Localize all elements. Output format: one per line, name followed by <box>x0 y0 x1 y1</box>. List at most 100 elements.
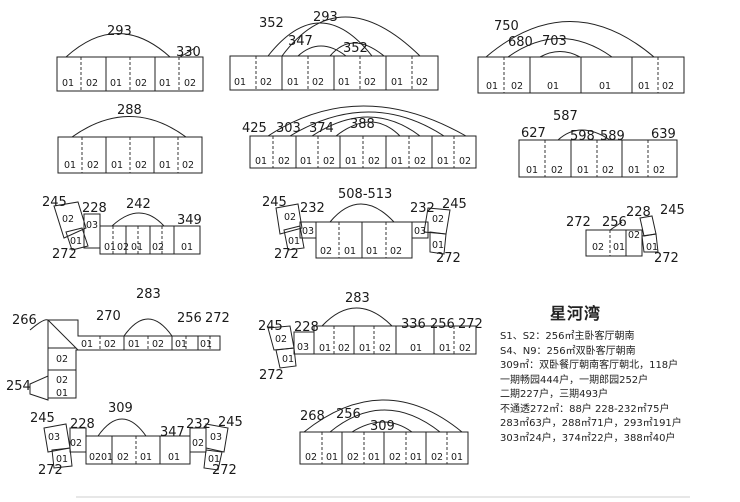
area-label: 245 <box>218 415 243 430</box>
area-label: 349 <box>177 213 202 228</box>
area-label: 425 <box>242 121 267 136</box>
unit-number: 01 <box>288 236 300 247</box>
area-label: 352 <box>343 41 368 56</box>
unit-number: 03 <box>86 220 98 231</box>
area-label: 272 <box>205 311 230 326</box>
unit-number: 02 <box>379 343 391 354</box>
unit-number: 02 <box>312 77 324 88</box>
area-label: 347 <box>160 425 185 440</box>
unit-number: 02 <box>511 81 523 92</box>
area-label: 232 <box>186 417 211 432</box>
area-label: 750 <box>494 19 519 34</box>
unit-number: 02 <box>459 156 471 167</box>
area-label: 272 <box>259 368 284 383</box>
unit-number: 03 <box>302 226 314 237</box>
unit-number: 01 <box>234 77 246 88</box>
unit-number: 01 <box>486 81 498 92</box>
legend-line: S4、N9：256㎡双卧客厅朝南 <box>500 345 636 357</box>
unit-number: 01 <box>111 160 123 171</box>
unit-number: 01 <box>526 165 538 176</box>
legend-title: 星河湾 <box>550 304 602 323</box>
unit-number: 02 <box>86 78 98 89</box>
unit-number: 03 <box>48 432 60 443</box>
building-12: 245 228 272 309 347 232 245 272 03 02 01… <box>30 401 243 478</box>
area-label: 245 <box>660 203 685 218</box>
unit-number: 02 <box>653 165 665 176</box>
area-label: 293 <box>313 10 338 25</box>
unit-number: 01 <box>326 452 338 463</box>
unit-number: 01 <box>319 343 331 354</box>
area-label: 508-513 <box>338 187 392 202</box>
legend-line: 283㎡63户，288㎡71户，293㎡191户 <box>500 418 682 429</box>
unit-number: 01 <box>110 78 122 89</box>
unit-number: 02 <box>551 165 563 176</box>
unit-number: 02 <box>431 452 443 463</box>
unit-number: 02 <box>182 160 194 171</box>
building-3: 750 680 703 01 02 01 01 01 02 <box>477 19 685 94</box>
area-label: 283 <box>345 291 370 306</box>
area-label: 254 <box>6 379 31 394</box>
area-label: 272 <box>52 247 77 262</box>
unit-number: 01 <box>432 240 444 251</box>
area-label: 232 <box>410 201 435 216</box>
unit-number: 02 <box>320 246 332 257</box>
legend-line: 309㎡：双卧餐厅朝南客厅朝北，118户 <box>500 360 679 371</box>
area-label: 627 <box>521 126 546 141</box>
unit-number: 01 <box>181 242 193 253</box>
legend-panel: 星河湾 S1、S2：256㎡主卧客厅朝南 S4、N9：256㎡双卧客厅朝南 30… <box>500 300 740 446</box>
unit-number: 02 <box>592 242 604 253</box>
area-label: 272 <box>274 247 299 262</box>
unit-number: 02 <box>662 81 674 92</box>
unit-number: 03 <box>297 342 309 353</box>
unit-number: 02 <box>56 375 68 386</box>
unit-number: 01 <box>300 156 312 167</box>
unit-number: 01 <box>131 242 143 253</box>
unit-number: 02 <box>278 156 290 167</box>
area-label: 272 <box>38 463 63 478</box>
unit-number: 02 <box>323 156 335 167</box>
unit-number: 01 <box>368 452 380 463</box>
unit-number: 01 <box>56 388 68 399</box>
building-5: 425 303 374 388 01 02 01 02 01 02 01 02 … <box>242 105 477 169</box>
unit-number: 01 <box>613 242 625 253</box>
unit-number: 01 <box>439 343 451 354</box>
legend-line: 二期227户，三期493户 <box>500 389 609 400</box>
unit-number: 01 <box>70 236 82 247</box>
area-label: 309 <box>370 419 395 434</box>
unit-number: 02 <box>305 452 317 463</box>
unit-number: 02 <box>117 452 129 463</box>
area-label: 245 <box>442 197 467 212</box>
unit-number: 02 <box>152 339 164 350</box>
unit-number: 01 <box>359 343 371 354</box>
unit-number: 02 <box>152 242 164 253</box>
unit-number: 01 <box>437 156 449 167</box>
area-label: 680 <box>508 35 533 50</box>
building-1: 293 330 01 02 01 02 01 02 <box>56 24 204 92</box>
unit-number: 01 <box>391 77 403 88</box>
unit-number: 01 <box>287 77 299 88</box>
unit-number: 03 <box>210 432 222 443</box>
unit-number: 02 <box>87 160 99 171</box>
unit-number: 01 <box>410 452 422 463</box>
unit-number: 02 <box>459 343 471 354</box>
unit-number: 02 <box>89 452 101 463</box>
area-label: 288 <box>117 103 142 118</box>
building-6: 587 627 598 589 639 01 02 01 02 01 02 <box>518 109 678 178</box>
unit-number: 01 <box>255 156 267 167</box>
area-label: 268 <box>300 409 325 424</box>
unit-number: 01 <box>168 452 180 463</box>
unit-number: 01 <box>64 160 76 171</box>
unit-number: 01 <box>577 165 589 176</box>
unit-number: 01 <box>338 77 350 88</box>
area-label: 245 <box>262 195 287 210</box>
area-label: 242 <box>126 197 151 212</box>
building-13: 268 256 309 02 01 02 01 02 01 02 01 <box>299 399 469 465</box>
area-label: 245 <box>30 411 55 426</box>
building-8: 245 232 272 508-513 232 245 272 02 03 01… <box>262 187 467 266</box>
unit-number: 02 <box>70 438 82 449</box>
area-label: 598 <box>570 129 595 144</box>
unit-number: 02 <box>135 78 147 89</box>
area-label: 639 <box>651 127 676 142</box>
building-11: 245 228 272 283 336 256 272 02 03 01 01 … <box>258 291 483 383</box>
